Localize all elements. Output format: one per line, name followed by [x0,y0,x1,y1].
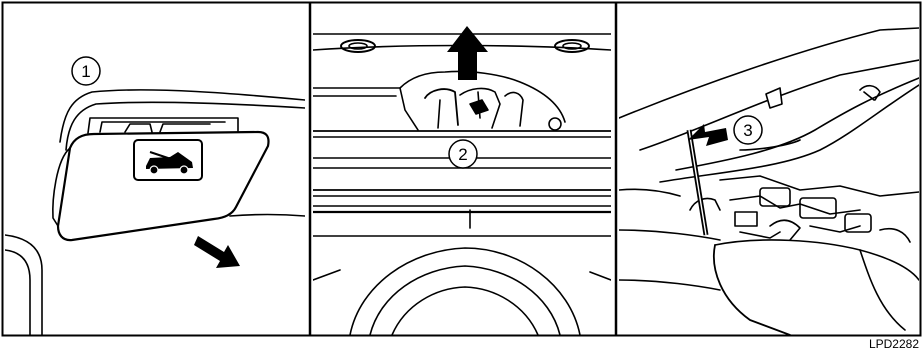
callout-3: 3 [734,116,762,144]
callout-2-label: 2 [458,145,467,164]
arrow-left-icon [688,124,728,146]
arrow-down-right-icon [194,236,240,268]
callout-3-label: 3 [743,121,752,140]
callout-1: 1 [72,57,100,85]
figure-code: LPD2282 [869,337,919,351]
panel-3-support-rod [619,28,919,335]
panel-1-release-lever [5,90,305,335]
callout-1-label: 1 [81,62,90,81]
callout-2: 2 [449,140,477,168]
